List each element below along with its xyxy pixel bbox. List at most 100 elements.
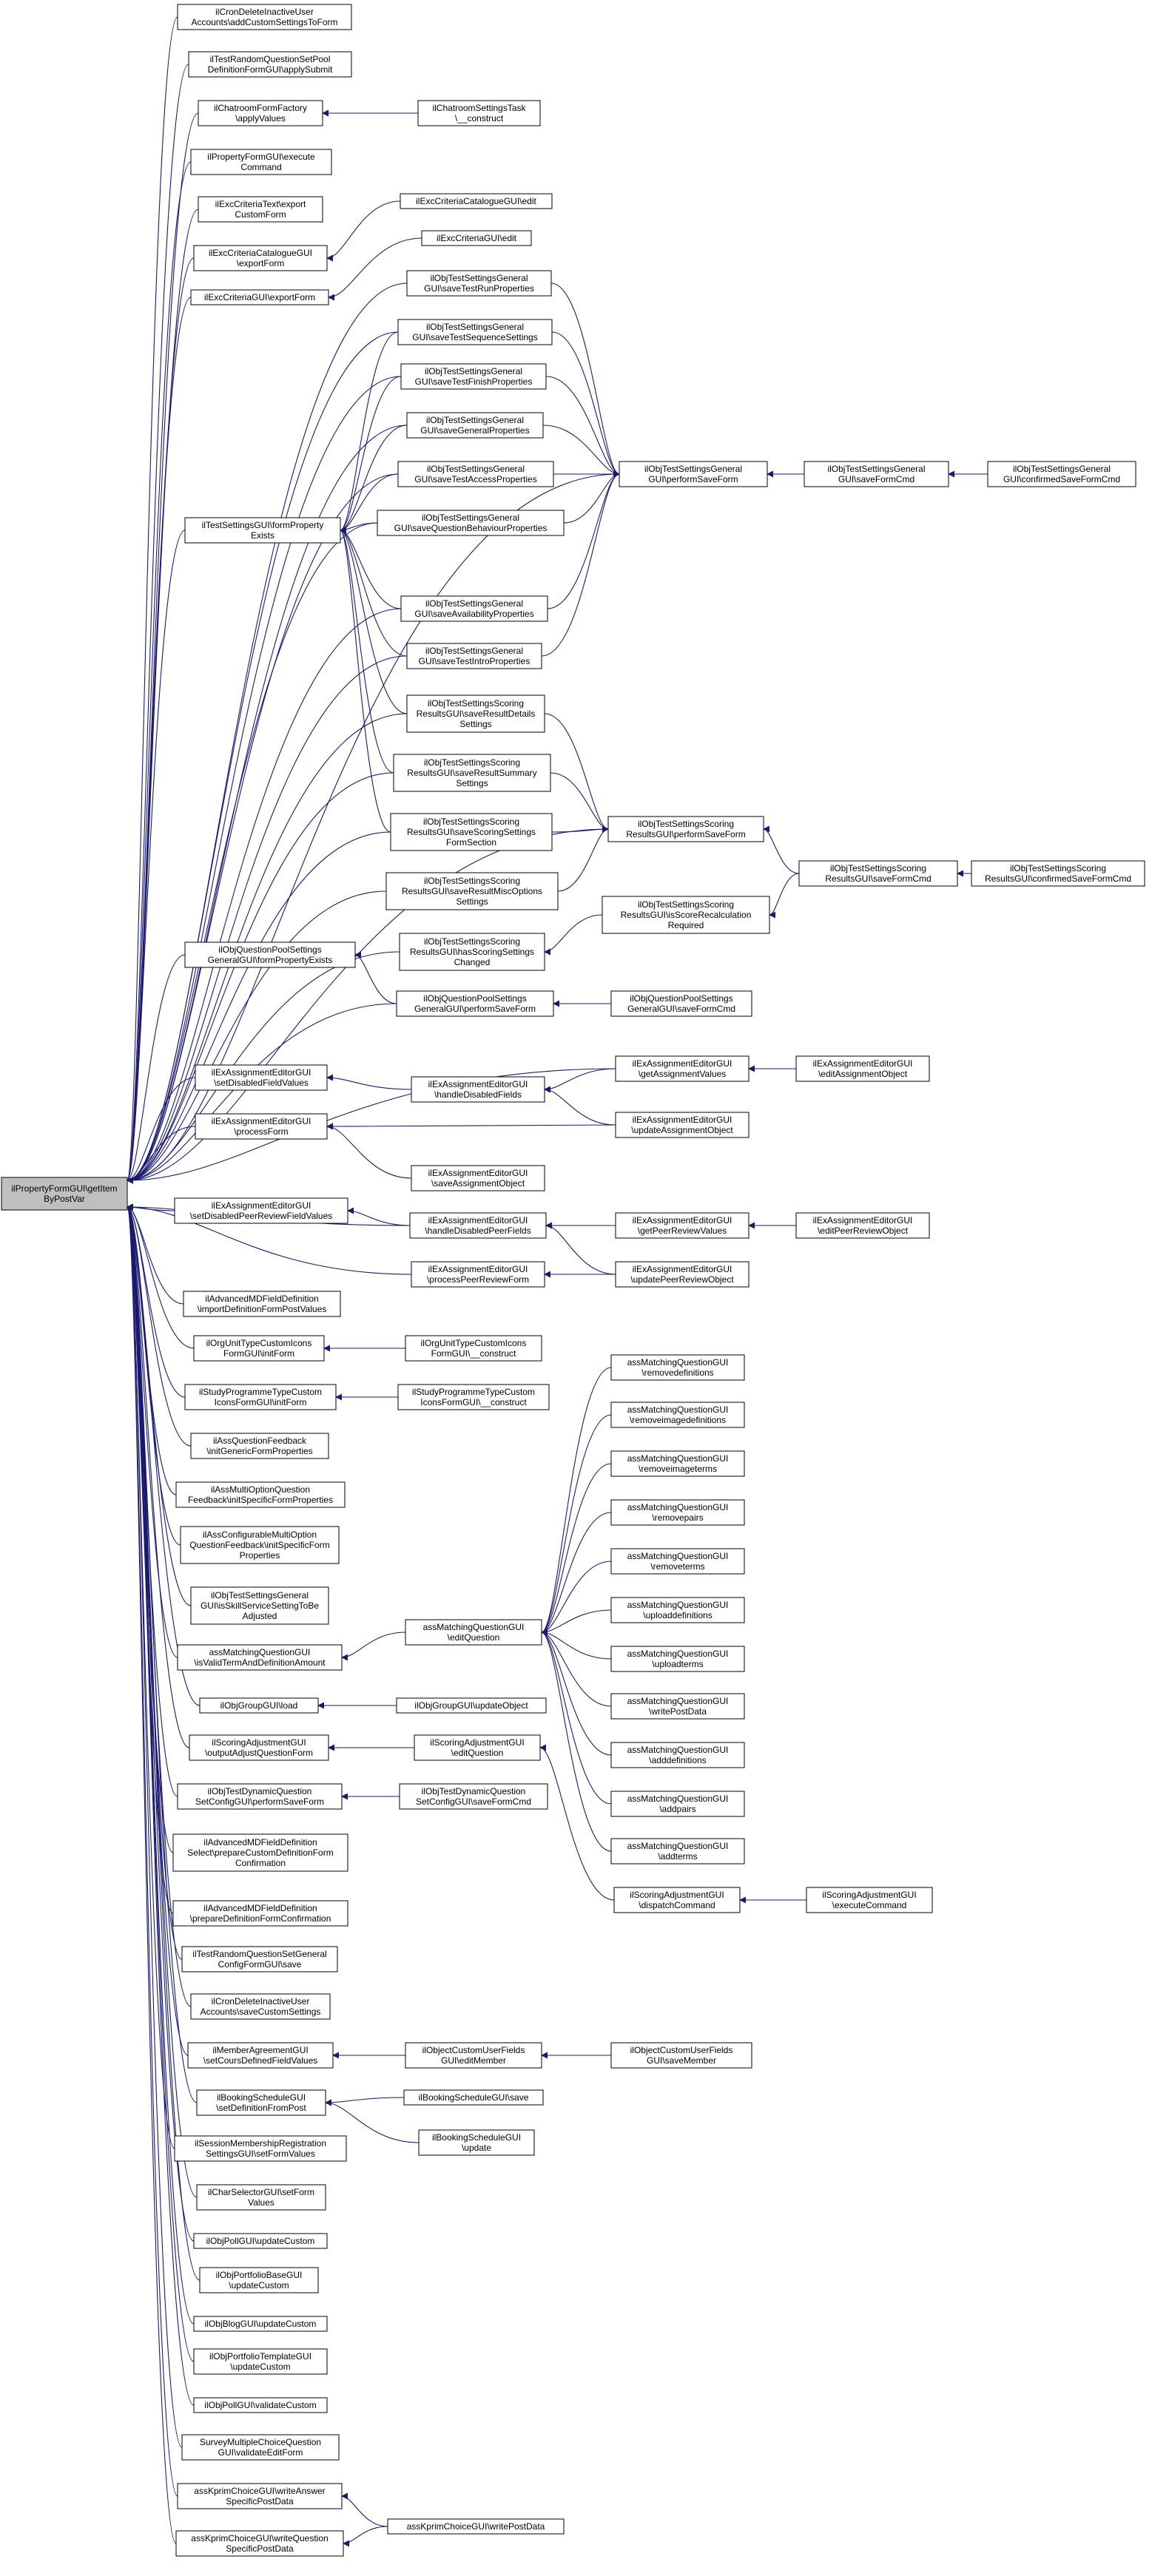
- node-ts9[interactable]: ilObjTestSettingsGeneralGUI\isSkillServi…: [190, 1586, 329, 1625]
- node-e5[interactable]: ilExAssignmentEditorGUI\processForm: [195, 1113, 328, 1140]
- node-t7[interactable]: ilObjTestSettingsGeneralGUI\saveAvailabi…: [400, 595, 548, 622]
- node-sa3[interactable]: ilScoringAdjustmentGUI\dispatchCommand: [613, 1887, 741, 1913]
- node-m1[interactable]: assMatchingQuestionGUI\isValidTermAndDef…: [177, 1644, 343, 1671]
- node-mr11[interactable]: assMatchingQuestionGUI\addterms: [610, 1838, 745, 1865]
- node-n7a[interactable]: ilExcCriteriaGUI\edit: [421, 230, 532, 246]
- node-sp2[interactable]: ilStudyProgrammeTypeCustomIconsFormGUI\_…: [397, 1384, 550, 1410]
- node-t6[interactable]: ilObjTestSettingsGeneralGUI\saveQuestion…: [377, 510, 565, 536]
- node-q3[interactable]: ilObjQuestionPoolSettingsGeneralGUI\save…: [610, 990, 752, 1017]
- node-s1[interactable]: ilObjTestSettingsScoringResultsGUI\saveR…: [406, 694, 545, 733]
- node-e1[interactable]: ilExAssignmentEditorGUI\setDisabledField…: [195, 1064, 328, 1091]
- node-n4[interactable]: ilPropertyFormGUI\executeCommand: [190, 149, 332, 175]
- node-mr6[interactable]: assMatchingQuestionGUI\uploaddefinitions: [610, 1597, 745, 1623]
- node-mr9[interactable]: assMatchingQuestionGUI\adddefinitions: [610, 1742, 745, 1768]
- node-label-line: \applyValues: [235, 113, 286, 124]
- node-tr1[interactable]: ilTestRandomQuestionSetGeneralConfigForm…: [181, 1946, 338, 1972]
- node-e4[interactable]: ilExAssignmentEditorGUI\editAssignmentOb…: [795, 1055, 930, 1082]
- node-af1[interactable]: ilAssQuestionFeedback\initGenericFormPro…: [190, 1433, 329, 1459]
- node-q2[interactable]: ilObjQuestionPoolSettingsGeneralGUI\perf…: [396, 990, 554, 1017]
- node-tsg[interactable]: ilTestSettingsGUI\formPropertyExists: [184, 517, 341, 544]
- node-n2[interactable]: ilTestRandomQuestionSetPoolDefinitionFor…: [188, 51, 352, 78]
- node-n6[interactable]: ilExcCriteriaCatalogueGUI\exportForm: [193, 245, 328, 271]
- node-e10[interactable]: ilExAssignmentEditorGUI\getPeerReviewVal…: [615, 1212, 750, 1239]
- node-b3[interactable]: ilBookingScheduleGUI\update: [418, 2129, 535, 2156]
- node-g2[interactable]: ilObjGroupGUI\updateObject: [396, 1697, 547, 1714]
- node-cd2[interactable]: ilCronDeleteInactiveUserAccounts\saveCus…: [190, 1993, 331, 2020]
- node-psf[interactable]: ilObjTestSettingsGeneralGUI\performSaveF…: [619, 461, 768, 487]
- node-mr4[interactable]: assMatchingQuestionGUI\removepairs: [610, 1499, 745, 1526]
- node-dq2[interactable]: ilObjTestDynamicQuestionSetConfigGUI\sav…: [399, 1783, 548, 1810]
- node-a1[interactable]: ilAdvancedMDFieldDefinition\importDefini…: [183, 1291, 341, 1317]
- node-spsf[interactable]: ilObjTestSettingsScoringResultsGUI\perfo…: [607, 816, 764, 842]
- node-e12[interactable]: ilExAssignmentEditorGUI\processPeerRevie…: [411, 1261, 545, 1288]
- node-af2[interactable]: ilAssMultiOptionQuestionFeedback\initSpe…: [175, 1481, 346, 1508]
- node-e2[interactable]: ilExAssignmentEditorGUI\handleDisabledFi…: [411, 1076, 545, 1103]
- node-pl2[interactable]: ilObjPollGUI\validateCustom: [193, 2397, 328, 2413]
- node-s4[interactable]: ilObjTestSettingsScoringResultsGUI\saveR…: [385, 872, 559, 910]
- node-k1[interactable]: assKprimChoiceGUI\writeAnswerSpecificPos…: [177, 2483, 343, 2509]
- node-dq1[interactable]: ilObjTestDynamicQuestionSetConfigGUI\per…: [177, 1783, 343, 1810]
- node-a2[interactable]: ilAdvancedMDFieldDefinitionSelect\prepar…: [172, 1833, 348, 1872]
- node-meq[interactable]: assMatchingQuestionGUI\editQuestion: [405, 1619, 542, 1646]
- node-mb1[interactable]: ilMemberAgreementGUI\setCoursDefinedFiel…: [187, 2042, 334, 2069]
- node-scsfc[interactable]: ilObjTestSettingsScoringResultsGUI\confi…: [971, 860, 1145, 887]
- node-e6[interactable]: ilExAssignmentEditorGUI\updateAssignment…: [615, 1112, 750, 1138]
- node-s5[interactable]: ilObjTestSettingsScoringResultsGUI\hasSc…: [399, 933, 545, 971]
- node-sa4[interactable]: ilScoringAdjustmentGUI\executeCommand: [806, 1887, 933, 1913]
- node-b2[interactable]: ilBookingScheduleGUI\save: [403, 2089, 544, 2106]
- node-pl1[interactable]: ilObjPollGUI\updateCustom: [193, 2233, 328, 2249]
- node-cs1[interactable]: ilCharSelectorGUI\setFormValues: [196, 2184, 326, 2211]
- node-mr7[interactable]: assMatchingQuestionGUI\uploadterms: [610, 1646, 745, 1672]
- node-e3[interactable]: ilExAssignmentEditorGUI\getAssignmentVal…: [615, 1055, 750, 1082]
- node-mr2[interactable]: assMatchingQuestionGUI\removeimagedefini…: [610, 1402, 745, 1428]
- node-t1[interactable]: ilObjTestSettingsGeneralGUI\saveTestRunP…: [406, 270, 552, 297]
- node-e7[interactable]: ilExAssignmentEditorGUI\saveAssignmentOb…: [411, 1165, 545, 1191]
- node-t2[interactable]: ilObjTestSettingsGeneralGUI\saveTestSequ…: [397, 319, 553, 345]
- node-mr10[interactable]: assMatchingQuestionGUI\addpairs: [610, 1791, 745, 1817]
- node-b1[interactable]: ilBookingScheduleGUI\setDefinitionFromPo…: [196, 2089, 326, 2116]
- node-k3[interactable]: assKprimChoiceGUI\writePostData: [387, 2518, 565, 2535]
- node-n3[interactable]: ilChatroomFormFactory\applyValues: [198, 100, 323, 126]
- node-t5[interactable]: ilObjTestSettingsGeneralGUI\saveTestAcce…: [397, 461, 554, 487]
- node-o2[interactable]: ilOrgUnitTypeCustomIconsFormGUI\__constr…: [405, 1335, 542, 1362]
- node-q1[interactable]: ilObjQuestionPoolSettingsGeneralGUI\form…: [184, 942, 356, 968]
- node-n6a[interactable]: ilExcCriteriaCatalogueGUI\edit: [400, 193, 553, 209]
- node-e9[interactable]: ilExAssignmentEditorGUI\handleDisabledPe…: [409, 1212, 547, 1239]
- node-e13[interactable]: ilExAssignmentEditorGUI\updatePeerReview…: [615, 1261, 750, 1288]
- node-s2[interactable]: ilObjTestSettingsScoringResultsGUI\saveR…: [393, 754, 551, 792]
- node-g1[interactable]: ilObjGroupGUI\load: [199, 1697, 319, 1714]
- node-n1[interactable]: ilCronDeleteInactiveUserAccounts\addCust…: [177, 4, 352, 30]
- node-a3[interactable]: ilAdvancedMDFieldDefinition\prepareDefin…: [172, 1900, 348, 1927]
- node-t3[interactable]: ilObjTestSettingsGeneralGUI\saveTestFini…: [400, 363, 547, 390]
- node-e11[interactable]: ilExAssignmentEditorGUI\editPeerReviewOb…: [795, 1212, 930, 1239]
- node-mr5[interactable]: assMatchingQuestionGUI\removeterms: [610, 1548, 745, 1575]
- node-sv1[interactable]: SurveyMultipleChoiceQuestionGUI\validate…: [181, 2434, 340, 2461]
- node-pb1[interactable]: ilObjPortfolioBaseGUI\updateCustom: [199, 2267, 319, 2293]
- node-e8[interactable]: ilExAssignmentEditorGUI\setDisabledPeerR…: [174, 1197, 348, 1224]
- node-mr1[interactable]: assMatchingQuestionGUI\removedefinitions: [610, 1354, 745, 1381]
- node-af3[interactable]: ilAssConfigurableMultiOptionQuestionFeed…: [180, 1526, 340, 1564]
- node-k2[interactable]: assKprimChoiceGUI\writeQuestionSpecificP…: [175, 2530, 344, 2557]
- node-t8[interactable]: ilObjTestSettingsGeneralGUI\saveTestIntr…: [406, 643, 542, 669]
- node-n7[interactable]: ilExcCriteriaGUI\exportForm: [190, 289, 329, 305]
- node-sp1[interactable]: ilStudyProgrammeTypeCustomIconsFormGUI\i…: [184, 1384, 337, 1410]
- node-n3a[interactable]: ilChatroomSettingsTask\__construct: [417, 100, 541, 126]
- node-sm1[interactable]: ilSessionMembershipRegistrationSettingsG…: [174, 2135, 347, 2162]
- node-mr3[interactable]: assMatchingQuestionGUI\removeimageterms: [610, 1450, 745, 1477]
- node-t4[interactable]: ilObjTestSettingsGeneralGUI\saveGeneralP…: [406, 412, 544, 439]
- node-sa2[interactable]: ilScoringAdjustmentGUI\editQuestion: [414, 1734, 541, 1761]
- node-mr8[interactable]: assMatchingQuestionGUI\writePostData: [610, 1693, 745, 1720]
- node-sa1[interactable]: ilScoringAdjustmentGUI\outputAdjustQuest…: [189, 1734, 329, 1761]
- node-bl1[interactable]: ilObjBlogGUI\updateCustom: [193, 2316, 328, 2332]
- node-pt1[interactable]: ilObjPortfolioTemplateGUI\updateCustom: [193, 2348, 328, 2375]
- node-s3[interactable]: ilObjTestSettingsScoringResultsGUI\saveS…: [390, 813, 553, 851]
- node-ssfc[interactable]: ilObjTestSettingsScoringResultsGUI\saveF…: [798, 860, 958, 887]
- node-s6[interactable]: ilObjTestSettingsScoringResultsGUI\isSco…: [602, 896, 770, 934]
- node-csfc[interactable]: ilObjTestSettingsGeneralGUI\confirmedSav…: [987, 461, 1136, 487]
